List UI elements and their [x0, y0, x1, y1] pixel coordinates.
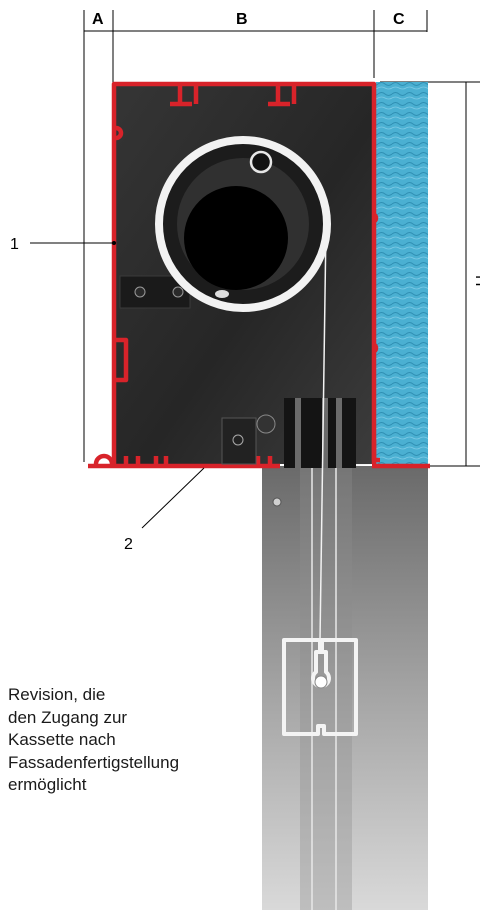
dimension-label-h: H — [472, 275, 480, 287]
callout-lines — [30, 242, 205, 529]
dimension-label-a: A — [92, 11, 104, 28]
guide-channel — [284, 398, 356, 468]
dimension-label-c: C — [393, 11, 405, 28]
caption-line: Fassadenfertigstellung — [8, 752, 180, 772]
caption-line: den Zugang zur — [8, 707, 128, 727]
roller-shaft — [155, 136, 331, 312]
caption-line: ermöglicht — [8, 775, 87, 794]
insulation-panel — [376, 82, 428, 466]
caption-line: Kassette nach — [8, 730, 116, 749]
guide-rail — [262, 466, 428, 910]
revision-caption: Revision, die den Zugang zur Kassette na… — [8, 684, 258, 797]
callout-1-label: 1 — [10, 236, 19, 253]
caption-line: Revision, die — [8, 685, 106, 704]
cable — [319, 225, 327, 641]
dimension-label-b: B — [236, 11, 248, 28]
end-bracket — [221, 414, 276, 465]
dimension-lines — [83, 10, 480, 467]
frame-profile — [88, 81, 430, 469]
callout-2-label: 2 — [124, 536, 133, 553]
